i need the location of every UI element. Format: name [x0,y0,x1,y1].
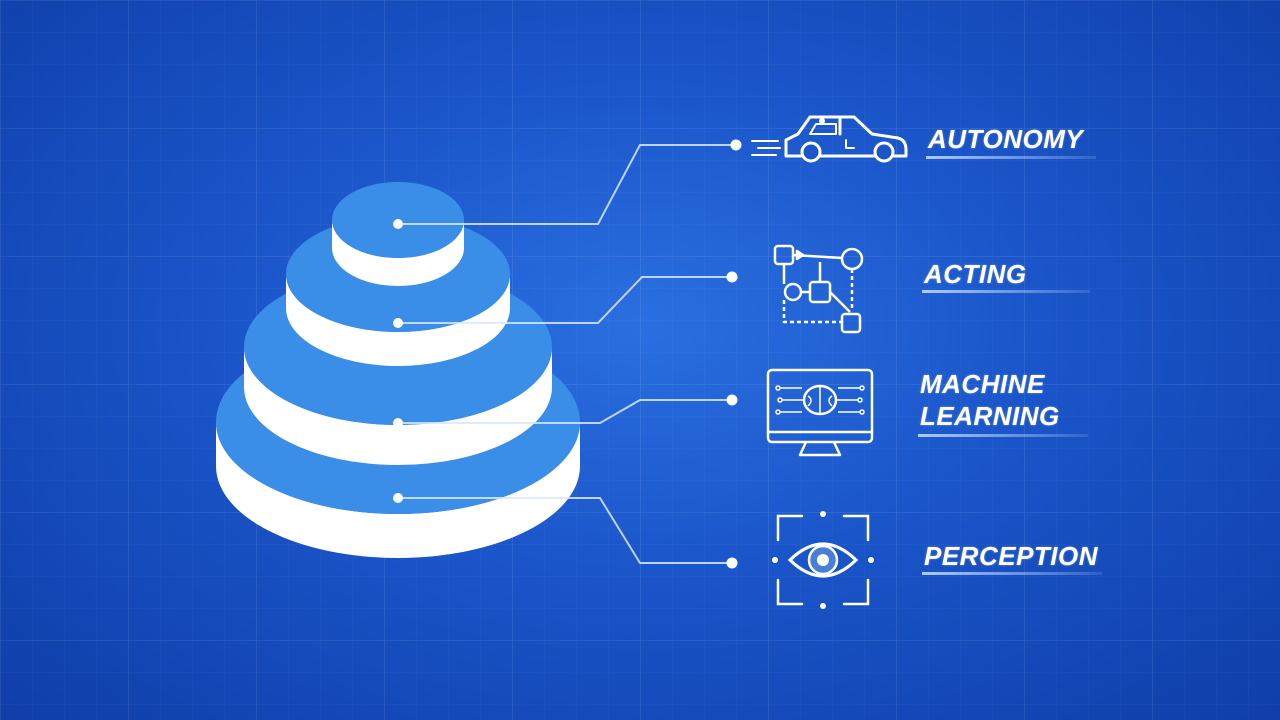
tier-autonomy [332,182,464,286]
dot-acting-end [726,271,738,283]
connector-lines [398,144,736,564]
dot-ml-end [726,394,738,406]
label-ml-line-1: MACHINE [920,369,1045,399]
dot-perception-end [726,557,738,569]
label-autonomy: AUTONOMY [928,123,1083,155]
flowchart-icon [773,244,864,334]
label-acting: ACTING [924,258,1027,290]
connector-machine-learning [398,399,732,424]
dot-perception-layer [393,493,403,503]
dot-autonomy-layer [393,219,403,229]
label-machine-learning: MACHINE LEARNING [920,368,1060,432]
label-perception: PERCEPTION [924,540,1098,572]
label-ml-line-2: LEARNING [920,401,1060,431]
dot-ml-layer [393,418,403,428]
dot-autonomy-end [730,139,742,151]
underline-perception [922,572,1102,575]
label-acting-text: ACTING [924,259,1027,289]
underline-autonomy [926,156,1096,159]
label-perception-text: PERCEPTION [924,541,1099,571]
car-icon [751,115,908,163]
tier-machine-learning-side [244,347,552,465]
dot-acting-layer [393,318,403,328]
tier-acting-side [286,274,510,366]
label-autonomy-text: AUTONOMY [928,124,1084,154]
connector-autonomy [398,144,736,225]
connector-acting [398,276,732,324]
connector-perception [398,497,732,564]
layered-cone [216,182,580,558]
eye-scan-icon [772,511,874,609]
tier-perception-side [216,422,580,558]
underline-acting [922,290,1090,293]
tier-autonomy-side [332,220,464,286]
underline-machine-learning [918,434,1088,437]
monitor-brain-icon [766,368,874,457]
